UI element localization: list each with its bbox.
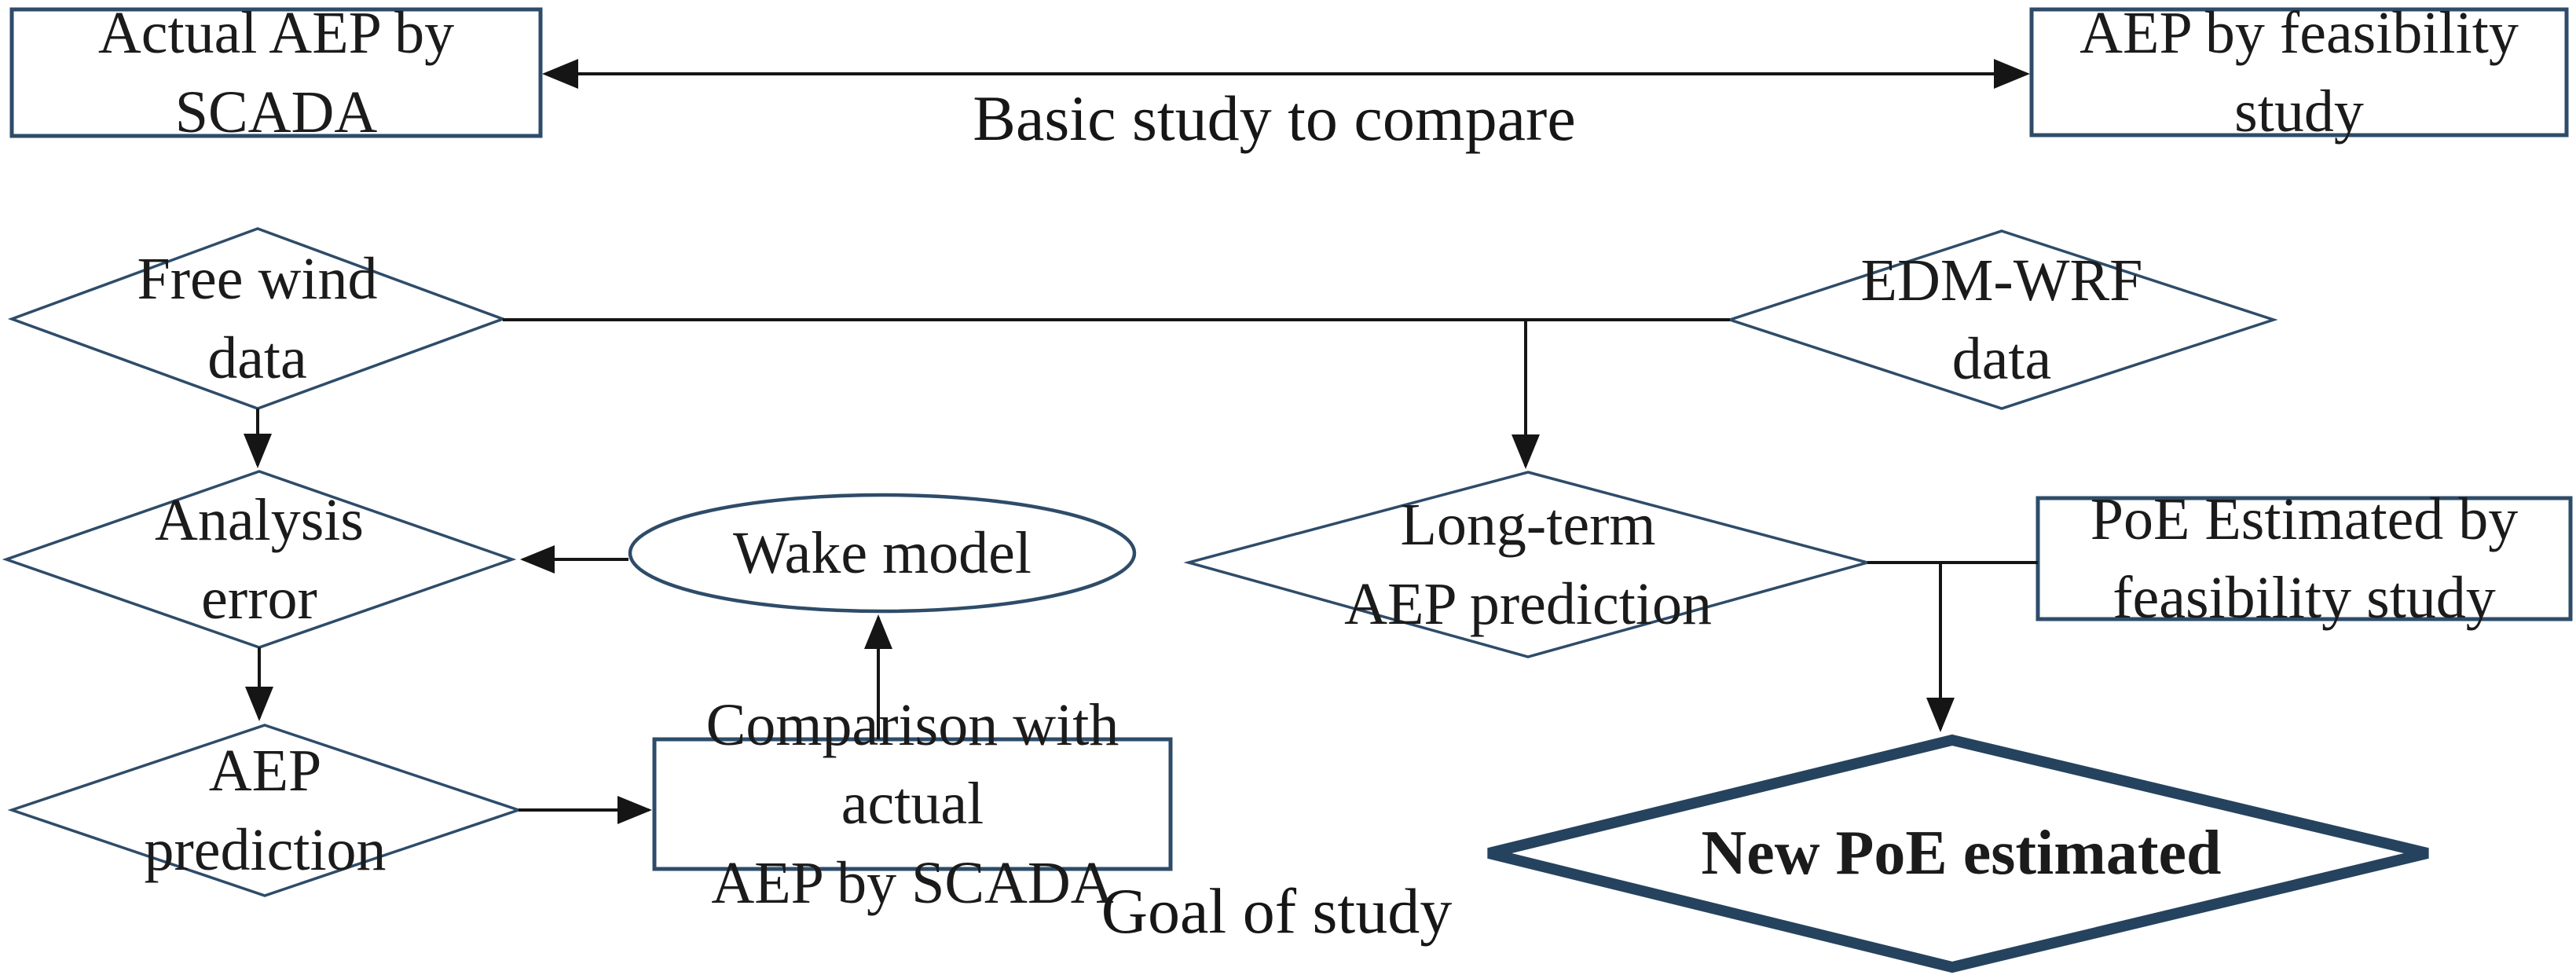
- long-term-diamond-shape: [1183, 471, 1873, 658]
- aep-feasibility-box-shape: [2029, 7, 2569, 137]
- basic-study-arrowhead-right: [1994, 59, 2030, 89]
- comparison-box-shape: [652, 737, 1173, 871]
- actual-aep-box-shape: [9, 7, 543, 138]
- edm-wrf-diamond-shape: [1725, 229, 2278, 410]
- basic-study-arrowhead-left: [542, 59, 578, 89]
- free-wind-diamond-shape: [7, 227, 508, 410]
- wake-model-ellipse-shape: [628, 493, 1137, 614]
- new-poe-diamond-shape: [1487, 734, 2429, 973]
- analysis-error-diamond-shape: [2, 470, 517, 649]
- aep-prediction-diamond-shape: [7, 724, 523, 897]
- poe-estimated-box-shape: [2036, 496, 2573, 621]
